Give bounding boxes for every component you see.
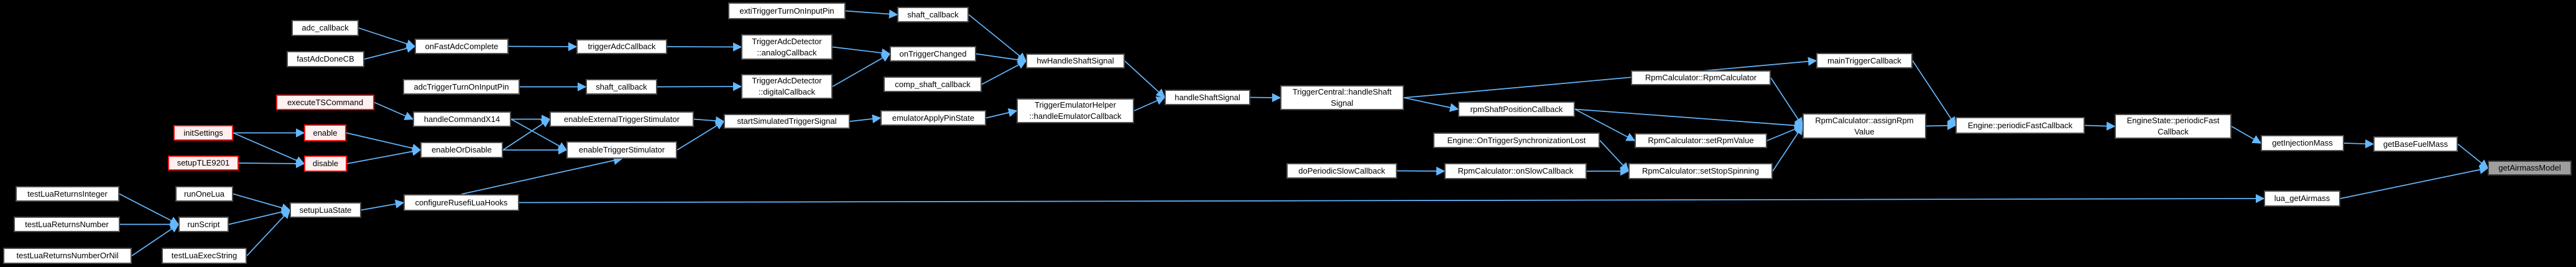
edge-enable-or-disable--enable-external-trigger-stimulator [502,118,551,151]
node-enable-external-trigger-stimulator[interactable]: enableExternalTriggerStimulator [550,111,694,127]
node-exti-trigger-turn-on-input-pin[interactable]: extiTriggerTurnOnInputPin [728,2,846,19]
node-trigger-emulator-helper-handle-emulator-callback[interactable]: TriggerEmulatorHelper ::handleEmulatorCa… [1017,98,1134,123]
node-rpm-calculator-set-stop-spinning[interactable]: RpmCalculator::setStopSpinning [1628,163,1773,179]
node-trigger-adc-detector-digital-callback[interactable]: TriggerAdcDetector ::digitalCallback [741,74,833,99]
edge-trigger-adc-detector-analog-callback--on-trigger-changed [832,46,891,58]
node-engine-state-periodic-fast-callback[interactable]: EngineState::periodicFast Callback [2115,114,2232,139]
node-setup-lua-state[interactable]: setupLuaState [290,202,361,218]
edge-comp-shaft-callback--hw-handle-shaft-signal [981,60,1027,85]
edge-get-injection-mass--get-base-fuel-mass [2343,139,2375,149]
node-on-fast-adc-complete[interactable]: onFastAdcComplete [415,39,509,54]
node-start-simulated-trigger-signal[interactable]: startSimulatedTriggerSignal [724,114,850,129]
edge-engine-on-trigger-synchronization-lost--rpm-calculator-set-stop-spinning [1599,139,1629,172]
node-handle-command-x14[interactable]: handleCommandX14 [413,111,511,127]
edge-get-base-fuel-mass--get-airmass-model [2457,143,2489,169]
edge-fast-adc-done-cb--on-fast-adc-complete [364,44,416,60]
node-engine-periodic-fast-callback[interactable]: Engine::periodicFastCallback [1955,117,2085,134]
edge-adc-callback--on-fast-adc-complete [358,27,416,49]
node-comp-shaft-callback[interactable]: comp_shaft_callback [884,77,982,92]
edge-engine-state-periodic-fast-callback--get-injection-mass [2231,126,2262,144]
edge-test-lua-exec-string--setup-lua-state [246,209,290,256]
edge-execute-ts-command--handle-command-x14 [374,101,414,120]
node-fast-adc-done-cb[interactable]: fastAdcDoneCB [287,51,364,67]
edge-disable--enable-or-disable [346,147,422,164]
node-test-lua-exec-string[interactable]: testLuaExecString [162,248,247,264]
edge-hw-handle-shaft-signal--handle-shaft-signal [1124,60,1166,98]
node-test-lua-returns-integer[interactable]: testLuaReturnsInteger [16,186,119,202]
edge-test-lua-returns-integer--run-script [119,193,180,225]
edge-run-script--setup-lua-state [228,207,291,225]
node-get-injection-mass[interactable]: getInjectionMass [2261,135,2344,151]
edge-init-settings--disable [233,132,305,165]
node-lua-get-airmass[interactable]: lua_getAirmass [2264,190,2340,207]
edge-trigger-central-handle-shaft-signal--rpm-shaft-position-callback [1403,97,1459,112]
node-hw-handle-shaft-signal[interactable]: hwHandleShaftSignal [1026,54,1125,68]
node-run-one-lua[interactable]: runOneLua [175,186,233,202]
node-trigger-adc-callback[interactable]: triggerAdcCallback [576,39,667,54]
edge-setup-lua-state--configure-rusefi-lua-hooks [361,199,405,211]
node-rpm-calculator-set-rpm-value[interactable]: RpmCalculator::setRpmValue [1635,133,1767,148]
edge-exti-trigger-turn-on-input-pin--shaft-callback-exti [845,9,898,19]
node-rpm-calculator-on-slow-callback[interactable]: RpmCalculator::onSlowCallback [1444,163,1587,179]
node-adc-callback[interactable]: adc_callback [292,20,359,36]
edge-rpm-shaft-position-callback--rpm-calculator-set-rpm-value [1574,108,1636,141]
node-rpm-shaft-position-callback[interactable]: rpmShaftPositionCallback [1458,101,1575,117]
edge-trigger-emulator-helper-handle-emulator-callback--handle-shaft-signal [1133,96,1166,111]
edge-configure-rusefi-lua-hooks--enable-trigger-stimulator [461,156,623,195]
node-rpm-calculator-assign-rpm-value[interactable]: RpmCalculator::assignRpm Value [1803,113,1926,139]
node-rpm-calculator-rpm-calculator[interactable]: RpmCalculator::RpmCalculator [1631,70,1771,85]
node-test-lua-returns-number-or-nil[interactable]: testLuaReturnsNumberOrNil [3,248,132,264]
node-emulator-apply-pin-state[interactable]: emulatorApplyPinState [880,110,986,126]
node-shaft-callback-adc[interactable]: shaft_callback [586,79,657,95]
node-test-lua-returns-number[interactable]: testLuaReturnsNumber [14,217,120,232]
node-do-periodic-slow-callback[interactable]: doPeriodicSlowCallback [1286,163,1397,179]
edge-engine-periodic-fast-callback--engine-state-periodic-fast-callback [2084,121,2116,131]
edge-trigger-adc-detector-digital-callback--on-trigger-changed [832,53,891,87]
edge-do-periodic-slow-callback--rpm-calculator-on-slow-callback [1396,166,1446,176]
node-trigger-adc-detector-analog-callback[interactable]: TriggerAdcDetector ::analogCallback [741,34,833,60]
node-handle-shaft-signal[interactable]: handleShaftSignal [1165,90,1250,105]
node-init-settings[interactable]: initSettings [173,125,233,141]
node-engine-on-trigger-synchronization-lost[interactable]: Engine::OnTriggerSynchronizationLost [1433,133,1600,148]
node-execute-ts-command[interactable]: executeTSCommand [276,95,374,110]
node-main-trigger-callback[interactable]: mainTriggerCallback [1816,53,1913,68]
node-setup-tle9201[interactable]: setupTLE9201 [168,156,239,171]
edge-run-one-lua--setup-lua-state [233,193,291,212]
node-configure-rusefi-lua-hooks[interactable]: configureRusefiLuaHooks [404,194,519,211]
edge-setup-tle9201--disable [238,159,305,169]
node-trigger-central-handle-shaft-signal[interactable]: TriggerCentral::handleShaft Signal [1280,85,1404,110]
node-enable-or-disable[interactable]: enableOrDisable [420,142,503,158]
node-enable[interactable]: enable [304,124,346,141]
node-on-trigger-changed[interactable]: onTriggerChanged [890,46,976,62]
edge-enable-external-trigger-stimulator--start-simulated-trigger-signal [693,116,725,126]
edge-emulator-apply-pin-state--trigger-emulator-helper-handle-emulator-callback [986,108,1018,119]
edge-rpm-calculator-rpm-calculator--rpm-calculator-assign-rpm-value [1770,77,1803,127]
node-run-script[interactable]: runScript [178,217,229,232]
node-adc-trigger-turn-on-input-pin[interactable]: adcTriggerTurnOnInputPin [403,79,520,95]
edge-main-trigger-callback--engine-periodic-fast-callback [1912,60,1956,126]
edge-rpm-calculator-set-stop-spinning--rpm-calculator-assign-rpm-value [1772,125,1803,172]
edge-enable-trigger-stimulator--start-simulated-trigger-signal [676,121,725,151]
edge-test-lua-returns-number-or-nil--run-script [131,223,180,256]
edge-start-simulated-trigger-signal--emulator-apply-pin-state [849,114,882,124]
node-get-airmass-model[interactable]: getAirmassModel [2488,161,2572,176]
node-disable[interactable]: disable [304,156,347,172]
edge-rpm-shaft-position-callback--rpm-calculator-assign-rpm-value [1574,108,1804,130]
node-get-base-fuel-mass[interactable]: getBaseFuelMass [2373,136,2458,152]
edge-configure-rusefi-lua-hooks--lua-get-airmass [519,194,2265,204]
edge-enable--enable-or-disable [346,132,422,153]
edge-on-trigger-changed--hw-handle-shaft-signal [976,53,1027,65]
edge-trigger-central-handle-shaft-signal--main-trigger-callback [1403,57,1817,98]
edge-handle-command-x14--enable-trigger-stimulator [510,118,568,151]
edge-shaft-callback-exti--hw-handle-shaft-signal [968,14,1027,62]
edge-lua-get-airmass--get-airmass-model [2340,165,2489,199]
node-enable-trigger-stimulator[interactable]: enableTriggerStimulator [566,141,677,159]
node-shaft-callback-exti[interactable]: shaft_callback [897,7,969,22]
